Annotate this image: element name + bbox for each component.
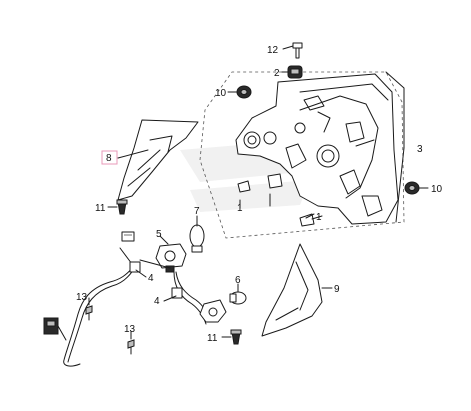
rubber-mount-10a	[236, 85, 252, 99]
lens-cover-8	[117, 119, 199, 201]
callout-11-upper: 11	[95, 203, 106, 214]
callout-13-upper: 13	[76, 292, 88, 303]
callout-10-lower: 10	[431, 184, 443, 195]
callout-4-upper: 4	[148, 273, 154, 284]
callout-5: 5	[156, 229, 162, 240]
clip-11b	[230, 329, 242, 345]
connector-mid	[129, 261, 141, 273]
callout-10-upper: 10	[215, 88, 227, 99]
callout-1-right: 1	[316, 212, 322, 223]
callout-6: 6	[235, 275, 241, 286]
callout-7: 7	[194, 206, 200, 217]
connector-lower	[171, 287, 183, 299]
grommet-2	[287, 65, 303, 79]
bolt-12	[292, 42, 303, 59]
rubber-mount-10b	[404, 181, 420, 195]
callout-8-highlight	[101, 150, 118, 165]
bulb-7	[189, 224, 205, 253]
plug-main	[43, 317, 59, 335]
callout-9: 9	[334, 284, 340, 295]
screw-13b	[127, 339, 135, 355]
side-lens-9	[261, 243, 323, 337]
bulb-1-set	[237, 173, 315, 227]
callout-11-lower: 11	[207, 333, 218, 344]
callout-3: 3	[417, 144, 423, 155]
callout-4-lower: 4	[154, 296, 160, 307]
socket-6	[199, 299, 227, 323]
clip-11a	[116, 199, 128, 215]
callout-12: 12	[267, 45, 279, 56]
connector-left	[121, 231, 135, 242]
callout-1-left: 1	[237, 203, 243, 214]
callout-2: 2	[274, 68, 280, 79]
taillight-housing	[235, 73, 399, 225]
callout-labels: 12 2 10 3 10 8 11 7 5 4 1 1 13 4 6 9 13 …	[76, 45, 443, 344]
bulb-6	[229, 291, 247, 305]
assembly-outline	[199, 71, 405, 239]
socket-5	[155, 243, 187, 273]
screw-13a	[85, 305, 93, 321]
callout-13-lower: 13	[124, 324, 136, 335]
callout-8: 8	[106, 153, 112, 164]
bracket-3	[385, 71, 405, 223]
